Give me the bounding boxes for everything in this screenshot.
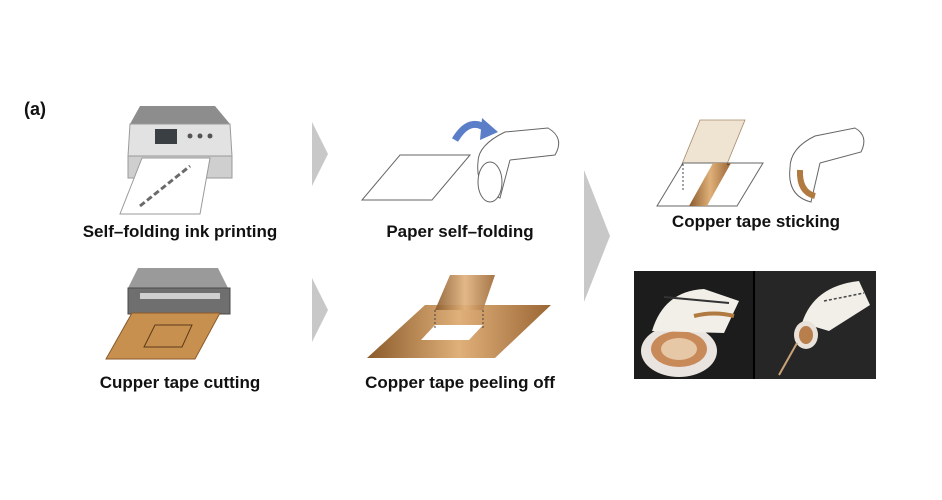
step-label-peeling: Copper tape peeling off xyxy=(365,373,555,392)
step-arrow xyxy=(584,170,610,302)
prototype-photo xyxy=(634,271,876,379)
step-arrow xyxy=(312,122,328,186)
panel-label: (a) xyxy=(24,99,46,119)
paper-self-folding-figure xyxy=(360,118,560,203)
copper-sticking-figure xyxy=(656,119,865,207)
step-label-cutting: Cupper tape cutting xyxy=(99,373,261,392)
printer-icon xyxy=(119,106,233,215)
step-label-printing: Self–folding ink printing xyxy=(82,222,278,241)
cutting-plotter-icon xyxy=(105,268,231,360)
copper-peeling-figure xyxy=(367,275,551,358)
step-label-sticking: Copper tape sticking xyxy=(671,212,841,231)
step-arrow xyxy=(312,278,328,342)
step-label-self-folding: Paper self–folding xyxy=(386,222,534,241)
